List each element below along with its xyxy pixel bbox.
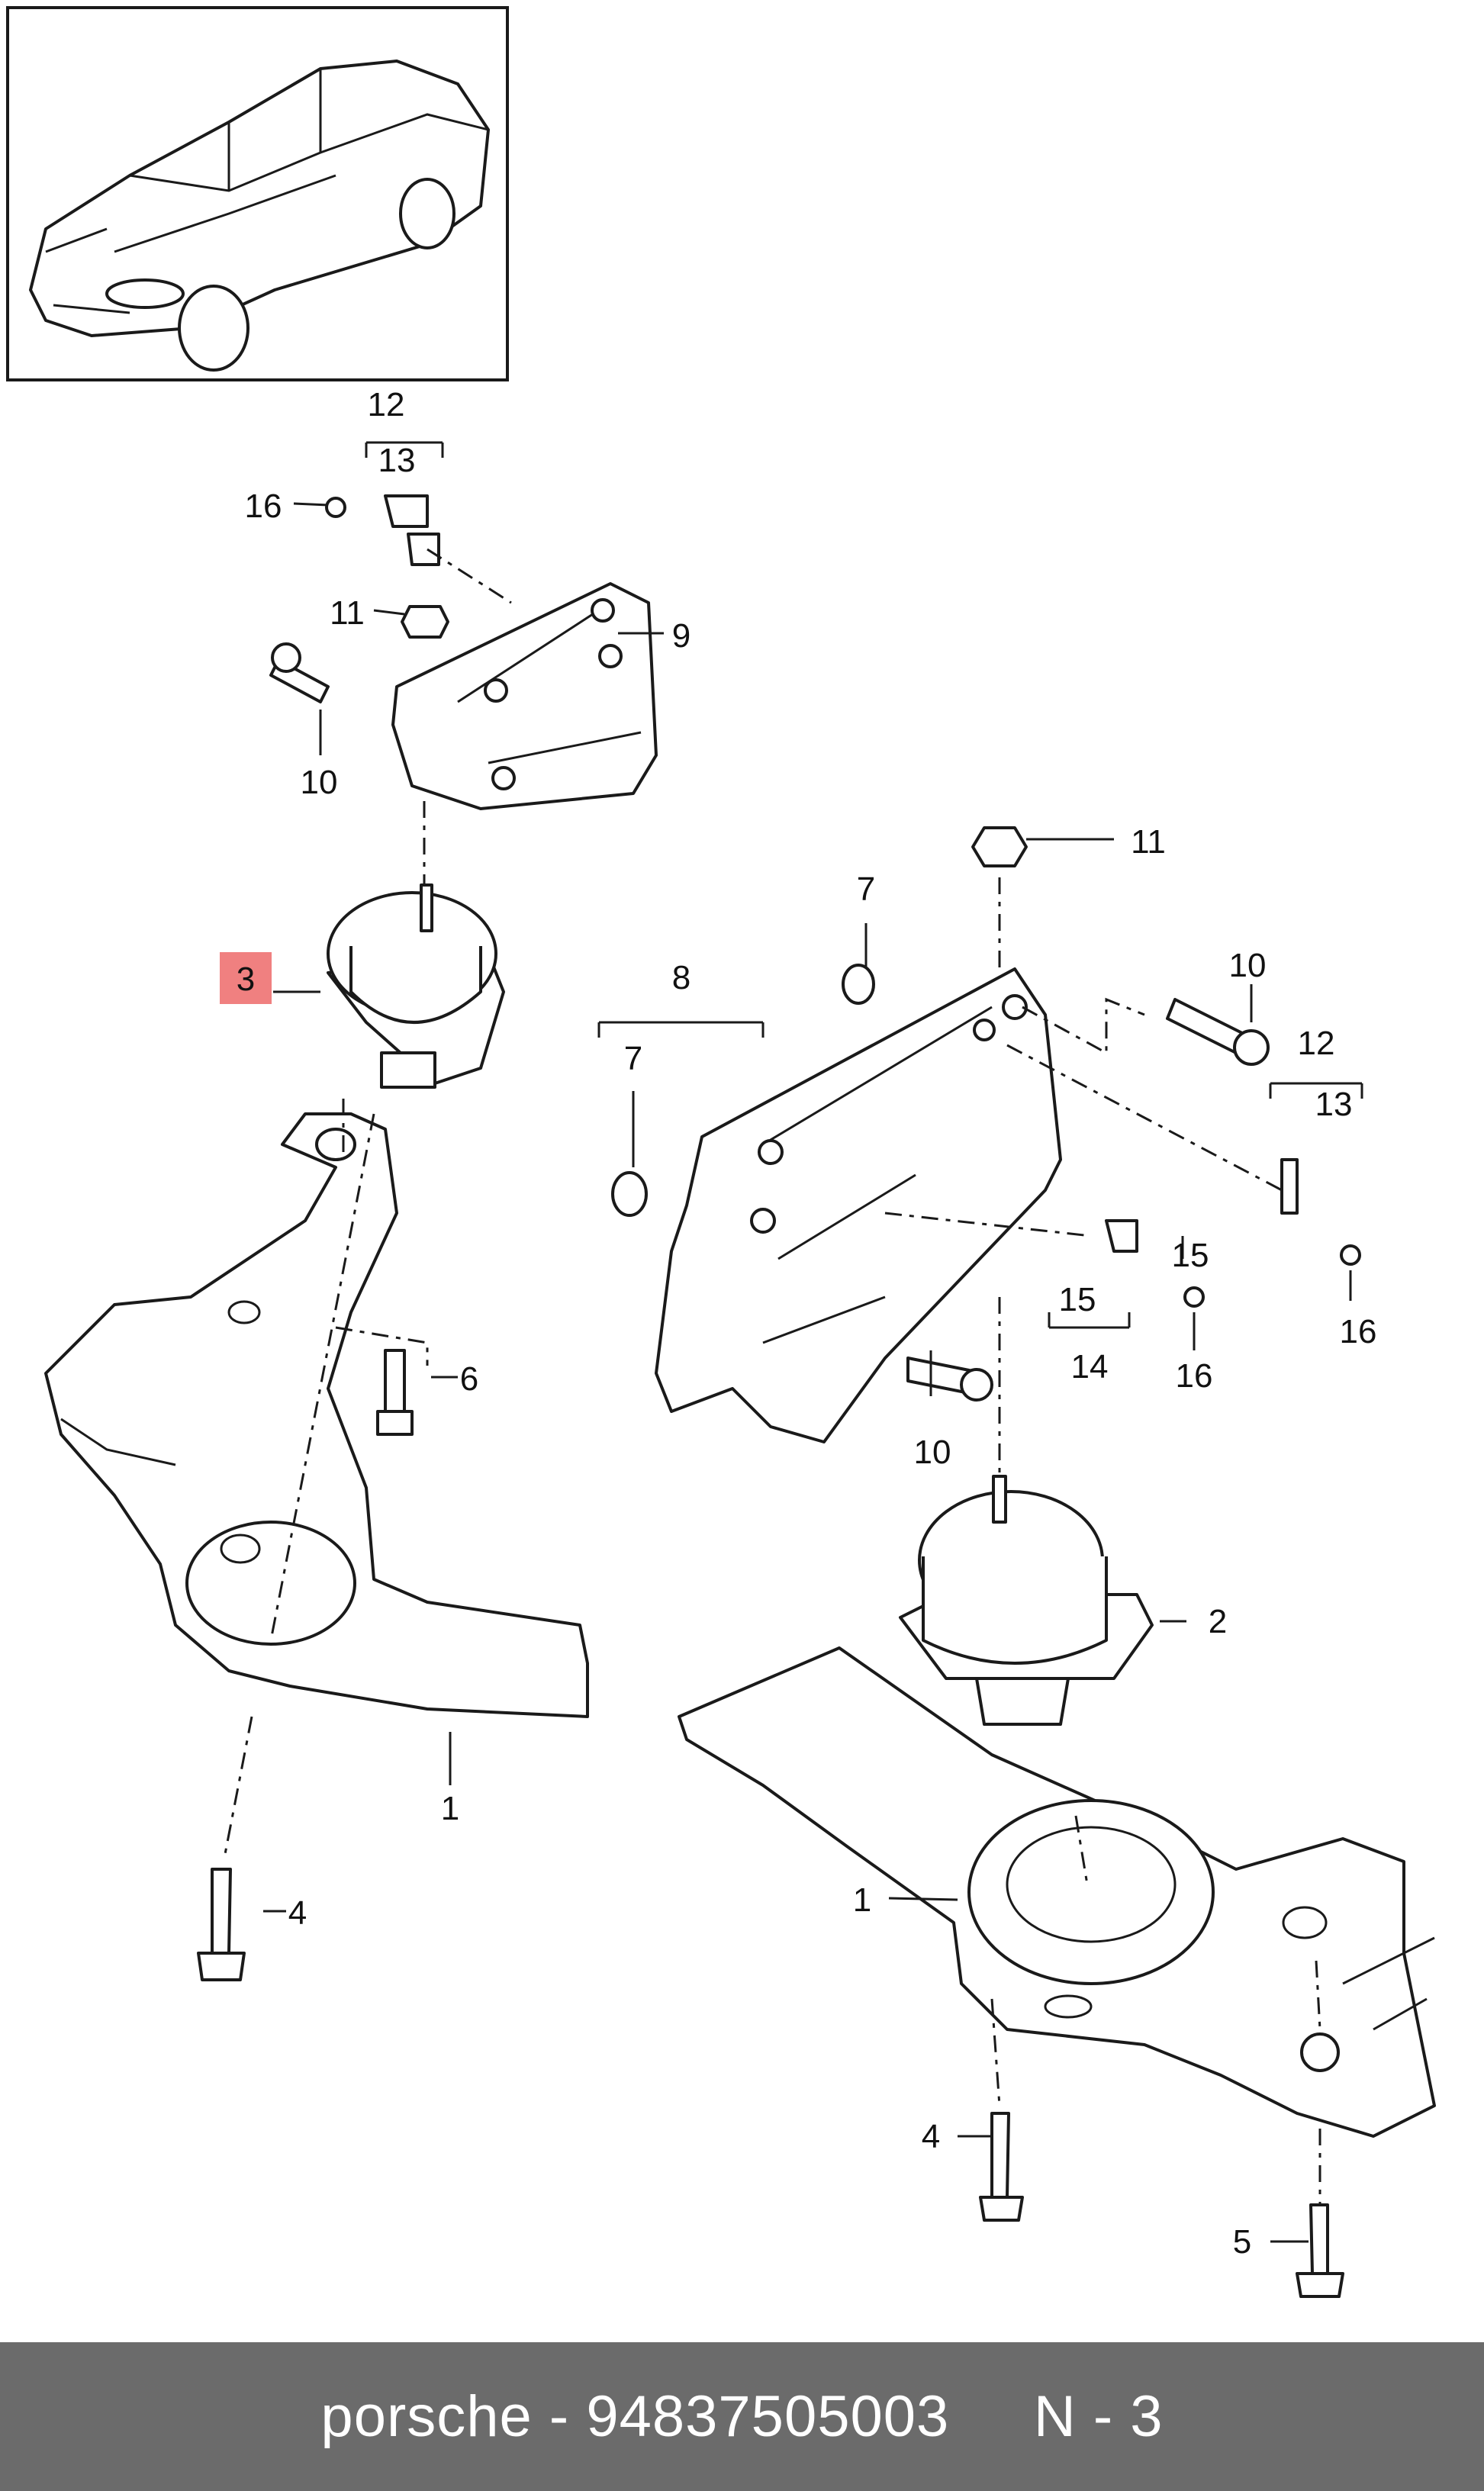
- callout-4-right: 4: [922, 2118, 940, 2155]
- callout-12-top: 12: [368, 386, 405, 423]
- right-engine-mount-part-2: [899, 1475, 1154, 1726]
- callout-6: 6: [460, 1360, 478, 1398]
- upper-bracket-group: [269, 441, 658, 885]
- callout-10-top: 10: [301, 764, 338, 801]
- callout-16-top: 16: [245, 488, 282, 525]
- right-bracket-part-8: [597, 826, 1363, 1472]
- callout-14: 14: [1071, 1348, 1109, 1385]
- callout-1-right: 1: [853, 1881, 871, 1919]
- callout-10-right: 10: [1229, 947, 1267, 984]
- callout-2: 2: [1209, 1603, 1227, 1640]
- caption-text: porsche - 94837505003 N - 3: [320, 2384, 1164, 2449]
- callout-11-top: 11: [330, 594, 365, 632]
- engine-mount-part-3: [327, 883, 505, 1089]
- caption-bar: porsche - 94837505003 N - 3: [0, 2342, 1484, 2491]
- highlight-box: [220, 952, 272, 1004]
- vehicle-thumbnail: [6, 6, 509, 381]
- callout-9: 9: [672, 617, 690, 655]
- callout-7-upper: 7: [857, 871, 875, 908]
- callout-7-lower: 7: [624, 1040, 642, 1077]
- callout-8: 8: [672, 959, 690, 996]
- callout-12-right: 12: [1298, 1025, 1335, 1062]
- callout-15-b: 15: [1059, 1281, 1096, 1318]
- exploded-parts-diagram: 12 13 16 11 9 10 3 6 1 4 11 7 8 7 10 12 …: [6, 6, 1436, 2298]
- leader-lines: [263, 502, 1352, 2243]
- callout-16-mid: 16: [1176, 1357, 1213, 1395]
- callout-16-right: 16: [1340, 1313, 1377, 1350]
- callout-4-left: 4: [288, 1894, 307, 1932]
- callout-5: 5: [1233, 2223, 1251, 2261]
- callout-11-right: 11: [1131, 823, 1166, 861]
- callout-numbers: 12 13 16 11 9 10 3 6 1 4 11 7 8 7 10 12 …: [237, 386, 1377, 2261]
- callout-15-a: 15: [1172, 1237, 1209, 1274]
- left-subframe-part-1: [44, 1099, 589, 1981]
- right-subframe-part-1: [678, 1646, 1436, 2298]
- callout-13-right: 13: [1315, 1086, 1353, 1123]
- callout-1-left: 1: [441, 1790, 459, 1827]
- callout-13-top: 13: [378, 442, 416, 479]
- callout-3: 3: [237, 961, 255, 998]
- callout-10-bottom: 10: [914, 1434, 951, 1471]
